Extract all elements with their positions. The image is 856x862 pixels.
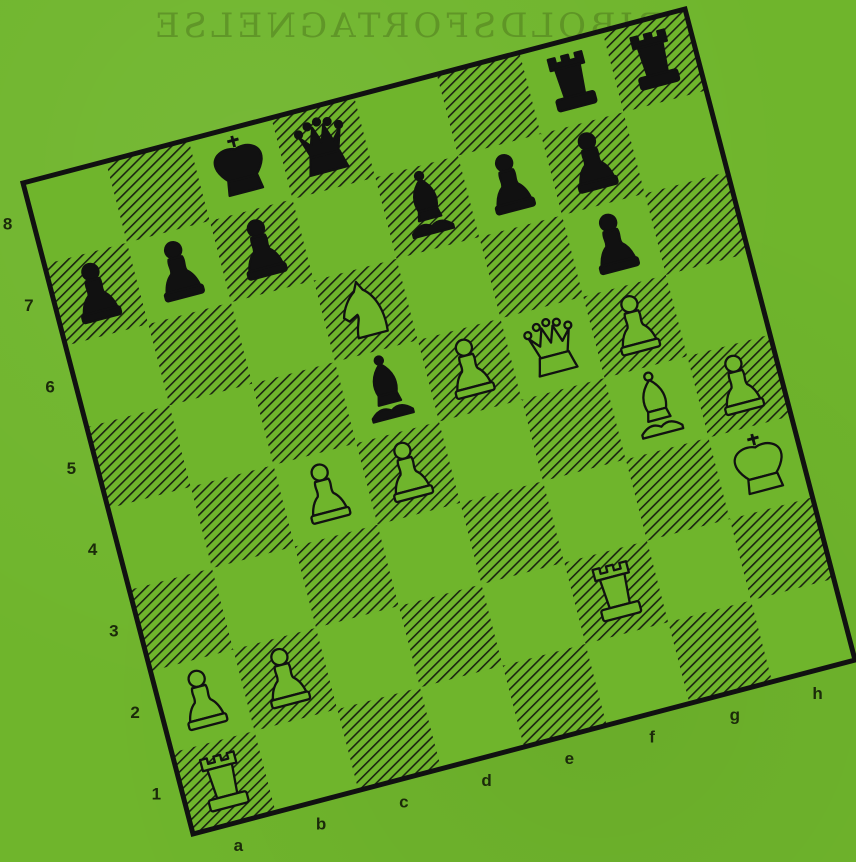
rank-label-1: 1 xyxy=(152,784,161,803)
rank-label-5: 5 xyxy=(67,459,76,478)
rank-label-7: 7 xyxy=(24,296,33,315)
file-label-c: c xyxy=(399,793,408,812)
rank-label-8: 8 xyxy=(3,215,12,234)
rank-label-4: 4 xyxy=(88,540,98,559)
file-label-e: e xyxy=(565,749,574,768)
file-label-b: b xyxy=(316,814,326,833)
file-label-d: d xyxy=(481,771,491,790)
file-label-h: h xyxy=(812,684,822,703)
rank-label-3: 3 xyxy=(109,622,118,641)
file-label-a: a xyxy=(234,836,244,855)
file-label-f: f xyxy=(649,727,655,746)
rank-label-6: 6 xyxy=(45,377,54,396)
rank-label-2: 2 xyxy=(130,703,139,722)
file-label-g: g xyxy=(730,706,740,725)
